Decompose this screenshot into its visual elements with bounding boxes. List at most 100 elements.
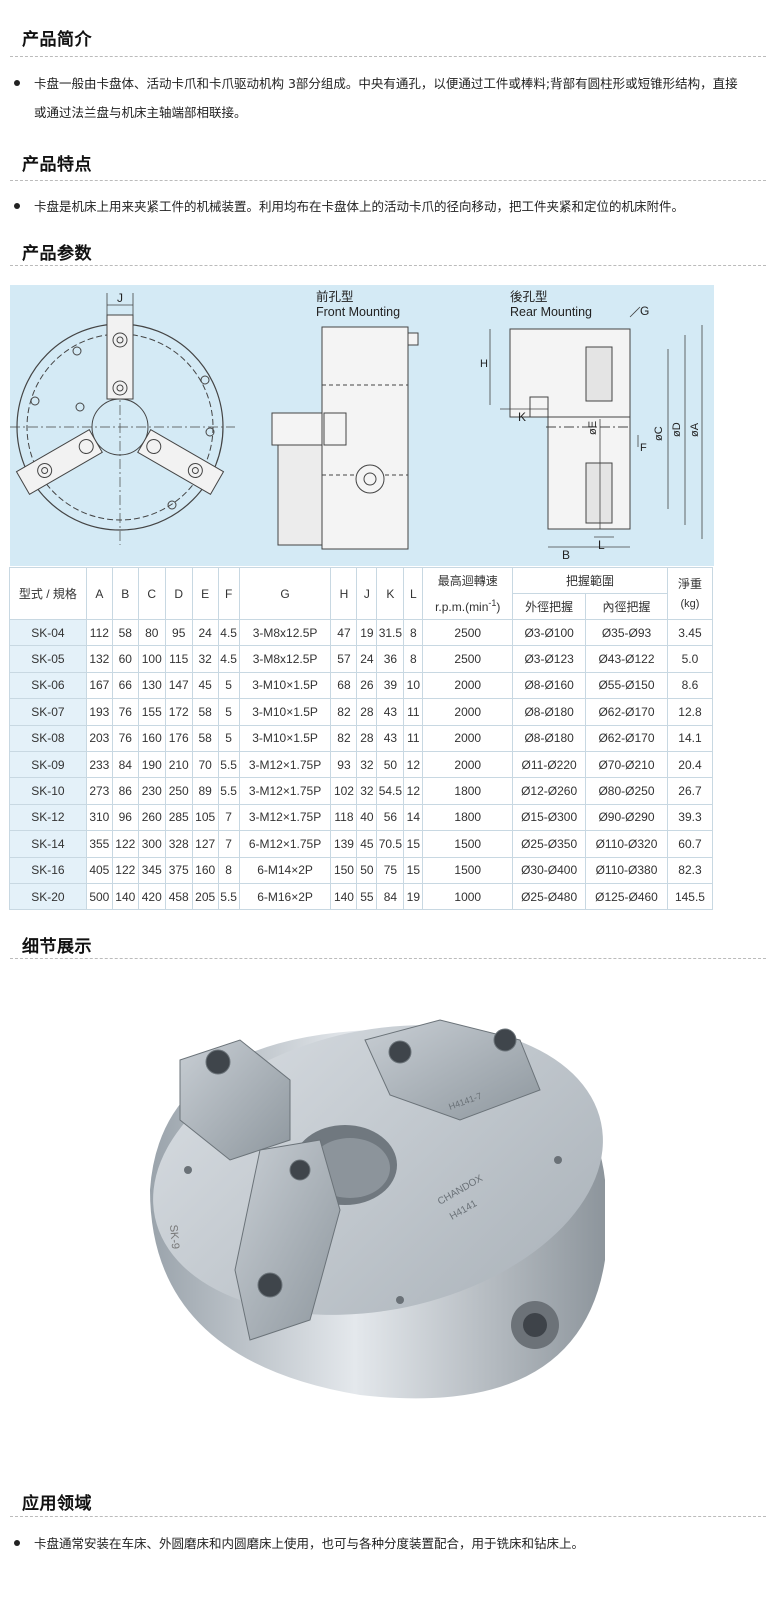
table-cell: 24 [191, 618, 219, 647]
label-k: K [518, 410, 526, 424]
table-cell: 39 [376, 671, 405, 700]
table-cell: 3-M12×1.75P [238, 777, 332, 805]
label-g: G [640, 304, 649, 318]
table-cell: 155 [137, 698, 166, 726]
table-cell: Ø125-Ø460 [585, 882, 668, 911]
table-cell: 55 [356, 882, 378, 911]
table-cell: 5.5 [217, 777, 240, 805]
table-cell: 193 [85, 698, 113, 726]
bullet-icon [14, 203, 20, 209]
table-cell: 6-M14×2P [238, 856, 332, 884]
section-title-intro: 产品简介 [22, 30, 92, 50]
table-cell: 190 [137, 750, 166, 779]
table-cell: 15 [403, 856, 424, 884]
table-cell: 20.4 [666, 750, 714, 779]
table-cell: Ø8-Ø180 [512, 698, 587, 726]
table-cell: Ø25-Ø480 [512, 882, 587, 911]
table-cell: 328 [164, 830, 193, 858]
table-cell: 250 [164, 777, 193, 805]
header-col: L [403, 567, 424, 620]
features-paragraph: 卡盘是机床上用来夹紧工件的机械装置。利用均布在卡盘体上的活动卡爪的径向移动，把工… [14, 192, 758, 221]
table-cell: 40 [356, 803, 378, 832]
table-cell: 1000 [422, 882, 514, 911]
table-cell: 205 [191, 882, 219, 911]
product-photo: SK-9 CHANDOX H4141 H4141-7 [140, 1000, 620, 1420]
table-cell: Ø62-Ø170 [585, 698, 668, 726]
header-col: A [85, 567, 113, 620]
table-cell: 82 [330, 724, 358, 752]
table-cell: Ø11-Ø220 [512, 750, 587, 779]
table-cell: Ø3-Ø123 [512, 645, 587, 673]
model-cell: SK-05 [9, 645, 87, 673]
table-cell: 50 [376, 750, 405, 779]
table-cell: 3-M8x12.5P [238, 645, 332, 673]
model-cell: SK-09 [9, 750, 87, 779]
header-speed: 最高迴轉速 r.p.m.(min-1) [422, 567, 514, 620]
table-cell: 4.5 [217, 618, 240, 647]
table-cell: 122 [111, 856, 139, 884]
divider [10, 265, 766, 266]
header-subrow: 外徑把握 內徑把握 [10, 593, 713, 620]
table-cell: 7 [217, 830, 240, 858]
header-weight-unit: (kg) [680, 597, 700, 610]
application-line: 卡盘通常安装在车床、外圆磨床和内圆磨床上使用，也可与各种分度装置配合，用于铣床和… [34, 1536, 585, 1551]
model-cell: SK-16 [9, 856, 87, 884]
table-cell: 12 [403, 777, 424, 805]
table-cell: 140 [111, 882, 139, 911]
model-cell: SK-14 [9, 830, 87, 858]
table-cell: 150 [330, 856, 358, 884]
header-col: K [376, 567, 405, 620]
header-col: H [330, 567, 358, 620]
table-cell: 210 [164, 750, 193, 779]
table-cell: 84 [376, 882, 405, 911]
table-cell: 43 [376, 698, 405, 726]
table-cell: 45 [191, 671, 219, 700]
table-cell: 15 [403, 830, 424, 858]
model-cell: SK-08 [9, 724, 87, 752]
table-cell: 230 [137, 777, 166, 805]
table-cell: Ø3-Ø100 [512, 618, 587, 647]
table-cell: 115 [164, 645, 193, 673]
table-cell: 233 [85, 750, 113, 779]
table-cell: 86 [111, 777, 139, 805]
table-cell: 5 [217, 698, 240, 726]
table-cell: 93 [330, 750, 358, 779]
table-cell: 14 [403, 803, 424, 832]
table-cell: 76 [111, 724, 139, 752]
section-title-details: 细节展示 [22, 937, 92, 957]
table-cell: 112 [85, 618, 113, 647]
divider [10, 56, 766, 57]
table-cell: 3-M10×1.5P [238, 698, 332, 726]
table-cell: 5 [217, 671, 240, 700]
table-cell: 82.3 [666, 856, 714, 884]
label-h: H [480, 358, 488, 370]
header-col: B [111, 567, 139, 620]
table-cell: 28 [356, 724, 378, 752]
header-model: 型式 / 規格 [9, 567, 87, 620]
table-cell: 2000 [422, 724, 514, 752]
table-cell: 102 [330, 777, 358, 805]
table-cell: 60 [111, 645, 139, 673]
table-cell: 3-M10×1.5P [238, 724, 332, 752]
table-cell: 285 [164, 803, 193, 832]
table-cell: Ø43-Ø122 [585, 645, 668, 673]
table-cell: 26 [356, 671, 378, 700]
table-cell: 28 [356, 698, 378, 726]
table-cell: Ø15-Ø300 [512, 803, 587, 832]
table-cell: 1800 [422, 777, 514, 805]
table-cell: 66 [111, 671, 139, 700]
table-cell: 89 [191, 777, 219, 805]
table-cell: 203 [85, 724, 113, 752]
label-e: øE [587, 421, 599, 435]
header-col: C [137, 567, 166, 620]
label-d: øD [671, 422, 683, 437]
body-marking: SK-9 [167, 1224, 181, 1249]
table-cell: 105 [191, 803, 219, 832]
table-cell: 47 [330, 618, 358, 647]
table-cell: 2000 [422, 698, 514, 726]
